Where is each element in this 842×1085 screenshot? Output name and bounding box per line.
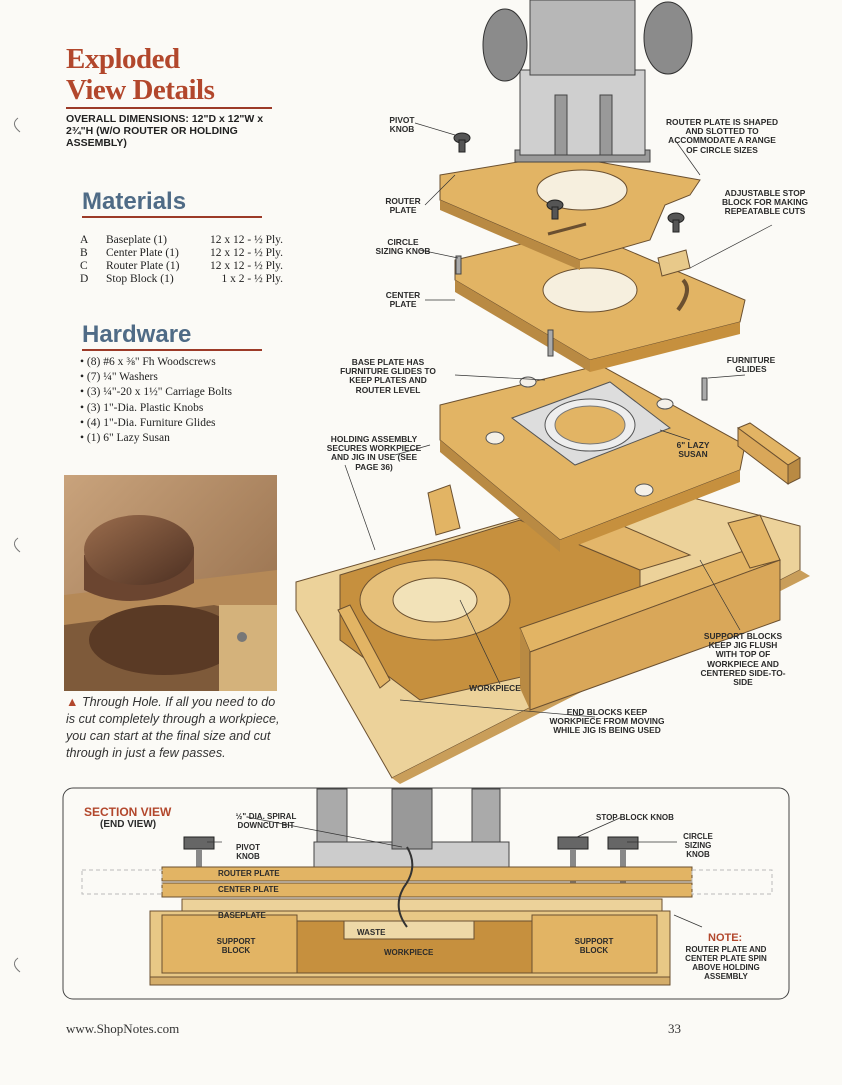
callout-adjustable-stop-block: ADJUSTABLE STOP BLOCK FOR MAKING REPEATA… [721,188,809,217]
binder-hole-marks [14,117,21,973]
title-line-1: Exploded [66,43,180,75]
hardware-item: • (1) 6" Lazy Susan [80,432,170,445]
material-name: Stop Block (1) [106,273,174,285]
page-title: Exploded View Details [66,43,215,106]
callout-holding-assembly: HOLDING ASSEMBLY SECURES WORKPIECE AND J… [326,434,422,472]
callout-base-plate-glides: BASE PLATE HAS FURNITURE GLIDES TO KEEP … [340,357,436,395]
note-heading: NOTE: [708,932,743,944]
hardware-item: • (3) ¼"-20 x 1½" Carriage Bolts [80,386,233,399]
callout-lazy-susan: 6" LAZY SUSAN [676,440,710,460]
note-text: ROUTER PLATE AND CENTER PLATE SPIN ABOVE… [685,945,767,981]
title-line-2: View Details [66,74,215,106]
callout-furniture-glides: FURNITURE GLIDES [726,355,776,375]
label-spiral-bit: ½"-DIA. SPIRAL DOWNCUT BIT [235,812,297,830]
material-row: D Stop Block (1) 1 x 2 - ½ Ply. [80,273,283,286]
material-size: 12 x 12 - ½ Ply. [210,247,284,259]
hardware-item: • (8) #6 x ⅜" Fh Woodscrews [80,356,216,368]
material-size: 12 x 12 - ½ Ply. [210,234,284,246]
material-letter: C [80,260,88,272]
callout-end-blocks: END BLOCKS KEEP WORKPIECE FROM MOVING WH… [549,707,665,736]
label-support-block-left: SUPPORT BLOCK [216,937,256,955]
callout-support-blocks: SUPPORT BLOCKS KEEP JIG FLUSH WITH TOP O… [700,631,786,688]
material-size: 12 x 12 - ½ Ply. [210,260,284,272]
photo-caption: ▲ Through Hole. If all you need to do is… [66,695,280,760]
label-pivot-knob: PIVOT KNOB [235,843,260,861]
material-name: Baseplate (1) [106,234,167,246]
label-waste: WASTE [357,928,386,937]
label-baseplate: BASEPLATE [218,911,266,920]
hardware-item: • (4) 1"-Dia. Furniture Glides [80,416,216,429]
hardware-heading: Hardware [82,321,192,348]
material-letter: D [80,273,89,285]
caption-text: If all you need to do is cut completely … [66,695,280,760]
callout-router-plate-shaped: ROUTER PLATE IS SHAPED AND SLOTTED TO AC… [666,117,778,155]
section-view-subtitle: (END VIEW) [100,819,157,830]
hardware-rule [82,349,262,351]
footer-url: www.ShopNotes.com [66,1021,180,1036]
material-row: C Router Plate (1) 12 x 12 - ½ Ply. [80,260,283,273]
section-view-drawing [62,787,790,1000]
callout-circle-sizing-knob: CIRCLE SIZING KNOB [375,237,431,257]
label-router-plate: ROUTER PLATE [218,869,280,878]
exploded-view-drawing [295,0,810,784]
material-name: Center Plate (1) [106,247,179,259]
caption-lead: Through Hole. [81,695,162,709]
hardware-list: • (8) #6 x ⅜" Fh Woodscrews • (7) ¼" Was… [80,355,280,446]
label-workpiece: WORKPIECE [384,948,434,957]
callout-pivot-knob: PIVOT KNOB [389,115,415,135]
hardware-item: • (3) 1"-Dia. Plastic Knobs [80,401,204,414]
callout-router-plate: ROUTER PLATE [385,196,421,216]
material-name: Router Plate (1) [106,260,180,272]
materials-table: A Baseplate (1) 12 x 12 - ½ Ply. B Center P… [80,234,283,286]
through-hole-photo [64,475,277,691]
label-circle-sizing-knob: CIRCLE SIZING KNOB [683,832,713,859]
title-rule [66,107,272,109]
materials-rule [82,216,262,218]
label-stop-block-knob: STOP BLOCK KNOB [596,813,674,822]
material-size: 1 x 2 - ½ Ply. [221,273,284,285]
callout-workpiece: WORKPIECE [469,683,521,693]
material-row: A Baseplate (1) 12 x 12 - ½ Ply. [80,234,283,247]
material-letter: A [80,234,89,246]
label-center-plate: CENTER PLATE [218,885,279,894]
material-row: B Center Plate (1) 12 x 12 - ½ Ply. [80,247,283,260]
overall-dimensions: OVERALL DIMENSIONS: 12"D x 12"W x 2¾"H (… [66,113,264,149]
materials-heading: Materials [82,188,187,215]
section-view-title: SECTION VIEW [84,805,172,819]
callout-center-plate: CENTER PLATE [385,290,421,310]
page-number: 33 [668,1021,681,1036]
hardware-item: • (7) ¼" Washers [80,371,158,384]
label-support-block-right: SUPPORT BLOCK [574,937,614,955]
material-letter: B [80,247,88,259]
